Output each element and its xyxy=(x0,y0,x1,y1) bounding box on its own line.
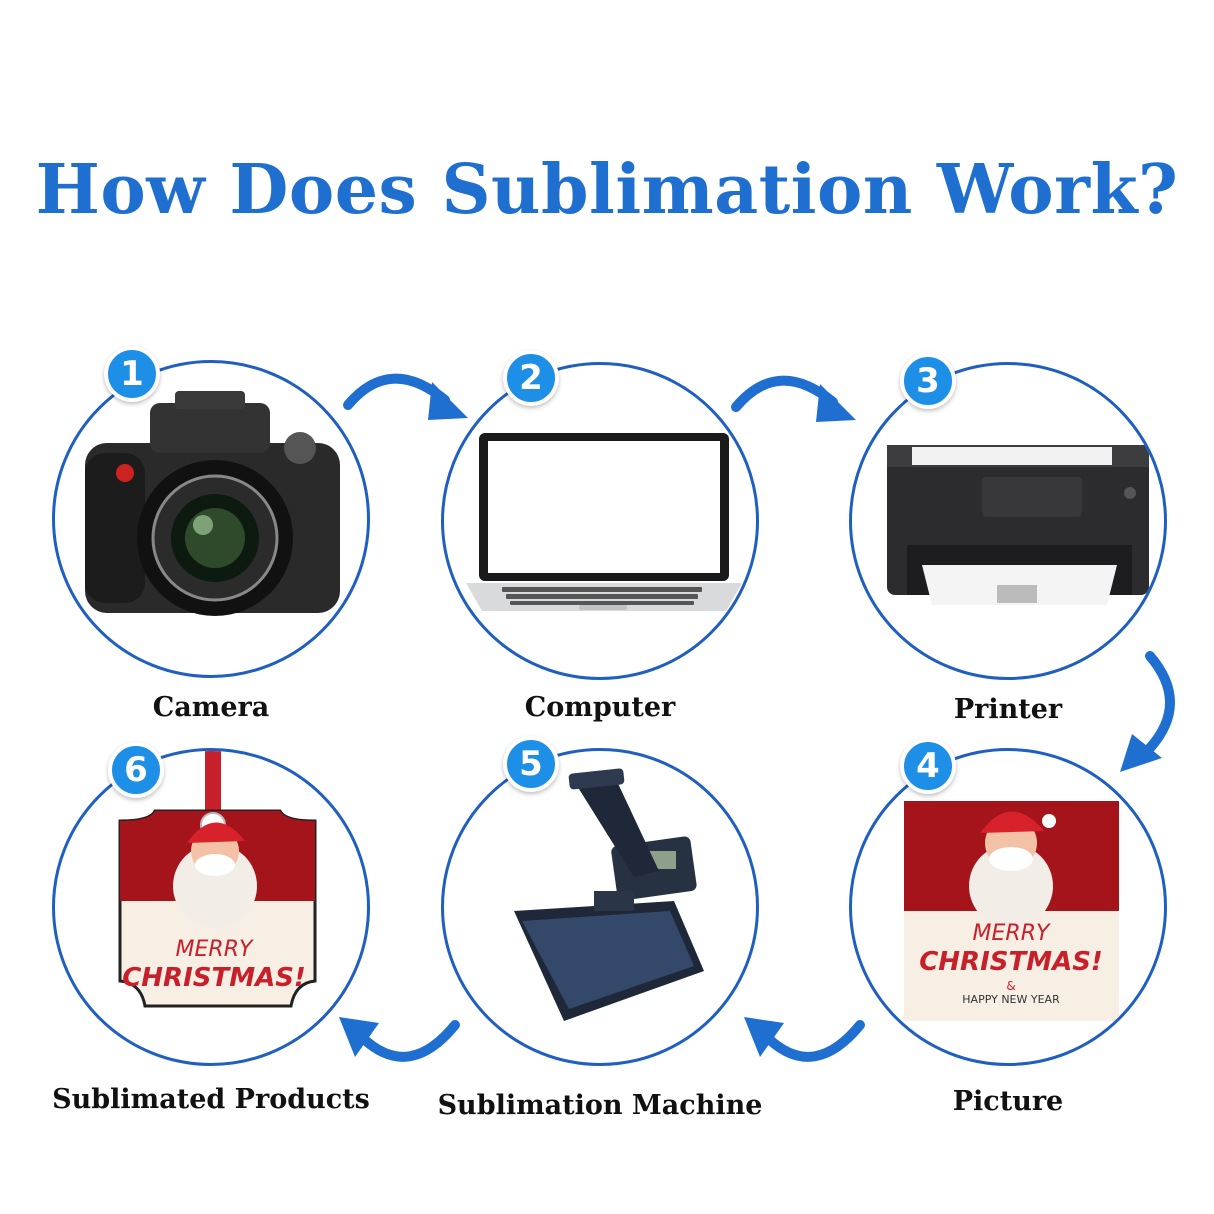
step-3-label: Printer xyxy=(953,694,1063,725)
step-4-circle: MERRY CHRISTMAS! & HAPPY NEW YEAR xyxy=(849,748,1167,1066)
picture-christmas-text: CHRISTMAS! xyxy=(919,947,1103,977)
step-1-badge: 1 xyxy=(104,346,160,402)
page-title: How Does Sublimation Work? xyxy=(35,150,1179,230)
product-merry-text: MERRY xyxy=(175,937,253,962)
arrow-5-to-6-icon xyxy=(339,1017,460,1062)
step-3-badge: 3 xyxy=(900,353,956,409)
step-1-circle xyxy=(52,360,370,678)
product-christmas-text: CHRISTMAS! xyxy=(122,963,306,993)
picture-new-year-text: HAPPY NEW YEAR xyxy=(962,993,1060,1006)
step-3-circle xyxy=(849,362,1167,680)
step-6-circle: MERRY CHRISTMAS! xyxy=(52,748,370,1066)
heat-press-illustration xyxy=(514,768,704,1021)
christmas-picture xyxy=(904,801,1119,1021)
printer-illustration xyxy=(887,445,1149,605)
step-4-label: Picture xyxy=(952,1086,1064,1117)
step-6-label: Sublimated Products xyxy=(52,1084,370,1115)
arrow-3-to-4-icon xyxy=(1120,651,1175,772)
ornament-illustration xyxy=(118,751,317,1008)
laptop-illustration xyxy=(466,433,742,611)
picture-merry-text: MERRY xyxy=(972,921,1050,946)
step-4-badge: 4 xyxy=(900,738,956,794)
step-5-circle xyxy=(441,748,759,1066)
step-5-label: Sublimation Machine xyxy=(437,1090,763,1121)
picture-and-text: & xyxy=(1006,979,1016,993)
step-1-label: Camera xyxy=(152,692,270,723)
arrow-2-to-3-icon xyxy=(731,375,856,422)
step-2-badge: 2 xyxy=(503,350,559,406)
arrow-1-to-2-icon xyxy=(343,373,468,420)
step-2-circle xyxy=(441,362,759,680)
arrow-4-to-5-icon xyxy=(744,1017,865,1062)
camera-illustration xyxy=(85,391,340,616)
step-5-badge: 5 xyxy=(503,736,559,792)
step-2-label: Computer xyxy=(524,692,676,723)
step-6-badge: 6 xyxy=(108,742,164,798)
